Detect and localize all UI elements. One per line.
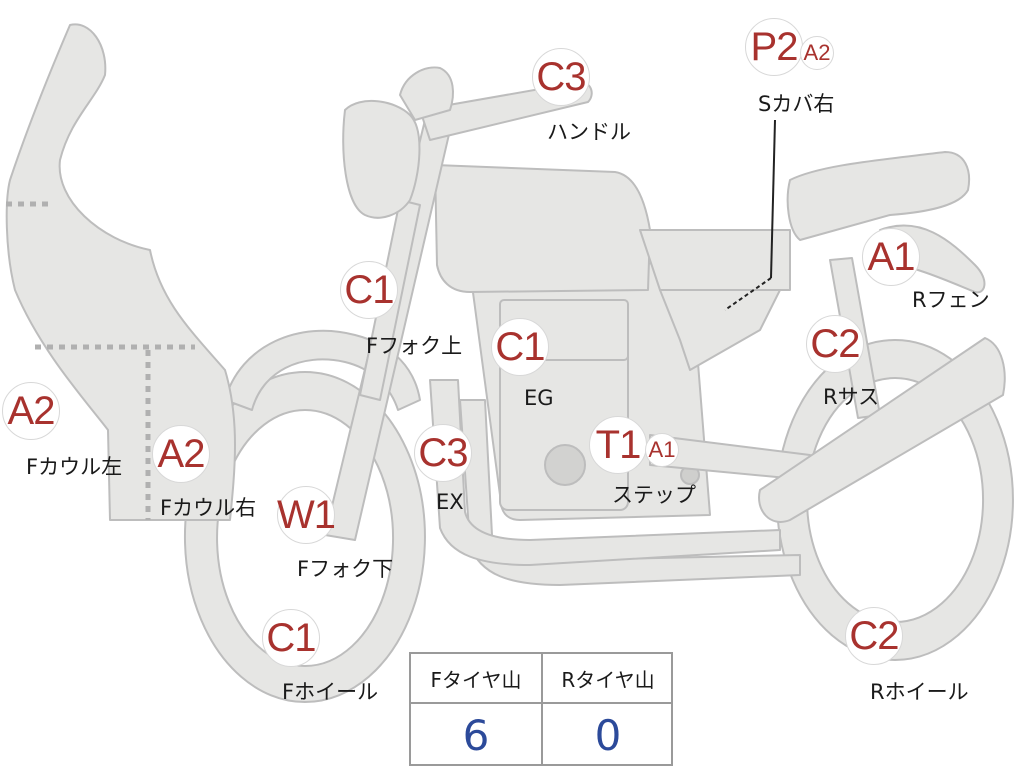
mirror-shape [399,66,454,121]
step-damage-badge[interactable]: T1 [589,416,647,474]
fork-lower-label: Fフォク下 [297,557,394,581]
rear-tire-value[interactable]: 0 [594,710,622,760]
front-tire-value[interactable]: 6 [462,710,490,760]
rear-fender-label: Rフェン [912,288,990,312]
side-panel-shape [659,289,781,371]
leader-line [724,277,772,311]
exhaust-label: EX [436,490,464,514]
step-secondary-badge[interactable]: A1 [645,433,679,467]
cowl-left-label: Fカウル左 [26,455,123,479]
rear-fender-damage-badge[interactable]: A1 [862,228,920,286]
fuel-tank-shape [434,164,651,293]
rear-wheel-damage-badge[interactable]: C2 [845,607,903,665]
engine-label: EG [524,386,554,410]
tire-tread-table: Fタイヤ山 Rタイヤ山 6 0 [409,652,673,766]
fork-upper-label: Fフォク上 [366,334,463,358]
engine-cover-shape [544,444,586,486]
cowl-right-label: Fカウル右 [160,496,257,520]
headlight-shape [342,99,421,219]
cowl-left-damage-badge[interactable]: A2 [2,382,60,440]
rear-suspension-damage-badge[interactable]: C2 [806,315,864,373]
leader-line [770,119,776,279]
front-wheel-damage-badge[interactable]: C1 [262,609,320,667]
seat-cover-label: Sカバ右 [758,92,835,116]
front-wheel-label: Fホイール [282,680,379,704]
fork-lower-damage-badge[interactable]: W1 [277,486,336,544]
rear-wheel-label: Rホイール [870,680,969,704]
cowl-right-damage-badge[interactable]: A2 [152,425,210,483]
side-cover-shape [639,229,791,291]
seat-shape [786,151,970,241]
step-label: ステップ [612,483,696,507]
swingarm-shape [758,337,1006,523]
exhaust-damage-badge[interactable]: C3 [414,424,472,482]
seat-cover-damage-badge[interactable]: P2 [745,18,803,76]
handle-label: ハンドル [547,120,631,144]
table-divider-vertical [541,654,543,766]
engine-damage-badge[interactable]: C1 [491,318,549,376]
rear-suspension-label: Rサス [823,385,880,409]
front-tire-header: Fタイヤ山 [430,667,522,692]
seat-cover-secondary-badge[interactable]: A2 [800,36,834,70]
handle-damage-badge[interactable]: C3 [532,48,590,106]
exhaust-pipe-shape-2 [429,379,781,566]
fork-upper-damage-badge[interactable]: C1 [340,261,398,319]
rear-tire-header: Rタイヤ山 [561,667,655,692]
